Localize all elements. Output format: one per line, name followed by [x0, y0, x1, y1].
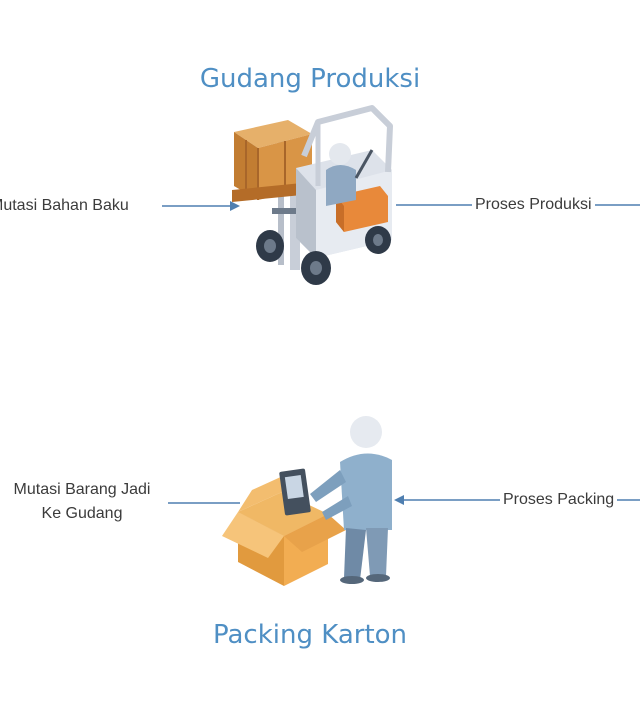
edge-label-mutasi-barang-jadi-line2: Ke Gudang: [41, 505, 123, 522]
edge-label-mutasi-bahan-baku: Mutasi Bahan Baku: [0, 196, 129, 216]
node-title-gudang-produksi: Gudang Produksi: [199, 64, 421, 94]
node-title-packing-karton: Packing Karton: [212, 620, 408, 650]
worker-packing-box-icon: [222, 416, 392, 586]
edge-label-proses-produksi: Proses Produksi: [472, 195, 595, 215]
edge-label-mutasi-barang-jadi-line1: Mutasi Barang Jadi: [13, 481, 151, 498]
forklift-with-crate-icon: [232, 105, 393, 285]
edge-label-proses-packing: Proses Packing: [500, 490, 618, 510]
edge-label-mutasi-barang-jadi: Mutasi Barang Jadi Ke Gudang: [0, 478, 172, 526]
